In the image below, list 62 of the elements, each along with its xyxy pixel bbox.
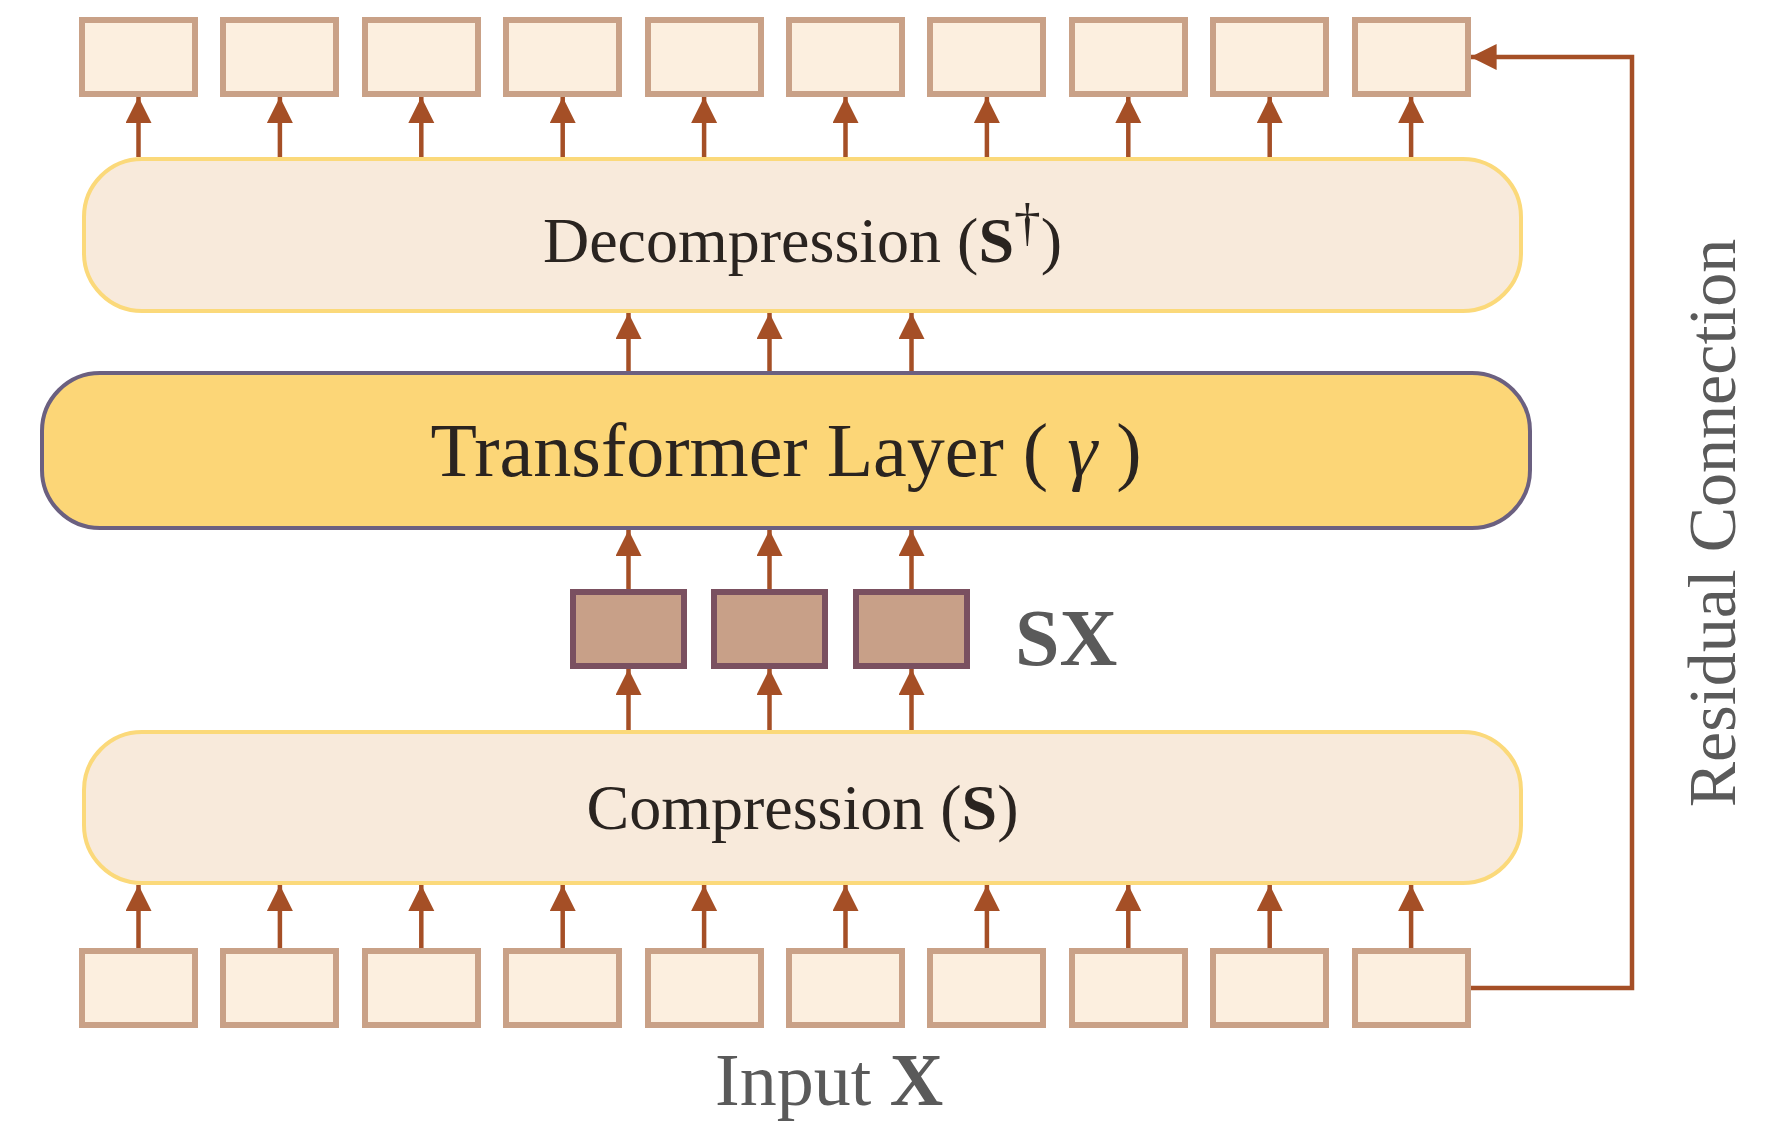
- arrow: [973, 885, 1000, 948]
- arrow: [266, 885, 293, 948]
- arrow: [691, 885, 718, 948]
- arrow: [1115, 97, 1142, 157]
- arrow: [756, 313, 783, 371]
- layer-box: [40, 371, 1532, 530]
- token-box: [79, 17, 198, 97]
- edge-label: Residual Connection: [1678, 238, 1746, 807]
- compressed-token-box: [853, 589, 970, 669]
- arrow: [549, 885, 576, 948]
- arrow: [973, 97, 1000, 157]
- arrow: [898, 669, 925, 730]
- arrow: [1256, 97, 1283, 157]
- text-label: Input X: [715, 1038, 944, 1123]
- token-box: [644, 948, 764, 1028]
- token-box: [220, 948, 340, 1028]
- node-label: Transformer Layer ( γ ): [430, 407, 1142, 494]
- arrow: [1470, 44, 1635, 991]
- arrow: [832, 97, 859, 157]
- arrow: [1398, 885, 1425, 948]
- arrow: [125, 885, 152, 948]
- token-box: [927, 17, 1047, 97]
- arrow: [898, 313, 925, 371]
- token-box: [503, 17, 623, 97]
- arrow: [408, 97, 435, 157]
- arrow: [549, 97, 576, 157]
- process-box: [82, 157, 1523, 313]
- token-box: [503, 948, 623, 1028]
- arrow: [615, 313, 642, 371]
- token-box: [361, 948, 481, 1028]
- arrow: [756, 530, 783, 589]
- token-box: [1351, 17, 1471, 97]
- arrow: [756, 669, 783, 730]
- arrow: [408, 885, 435, 948]
- text-label: SX: [1015, 593, 1118, 684]
- token-box: [1351, 948, 1471, 1028]
- arrow: [1115, 885, 1142, 948]
- arrow: [615, 530, 642, 589]
- arrow: [691, 97, 718, 157]
- token-box: [786, 948, 905, 1028]
- token-box: [927, 948, 1047, 1028]
- token-box: [1068, 17, 1188, 97]
- token-box: [644, 17, 764, 97]
- token-box: [361, 17, 481, 97]
- arrow: [266, 97, 293, 157]
- arrow: [832, 885, 859, 948]
- token-box: [1210, 948, 1330, 1028]
- arrow: [898, 530, 925, 589]
- token-box: [786, 17, 905, 97]
- token-box: [220, 17, 340, 97]
- token-box: [1210, 17, 1330, 97]
- compressed-token-box: [711, 589, 828, 669]
- node-label: Compression (S): [586, 770, 1019, 845]
- token-box: [1068, 948, 1188, 1028]
- arrow: [1256, 885, 1283, 948]
- arrow: [615, 669, 642, 730]
- arrow: [125, 97, 152, 157]
- process-box: [82, 730, 1523, 885]
- token-box: [79, 948, 198, 1028]
- node-label: Decompression (S$^{†}$): [543, 191, 1062, 279]
- compressed-token-box: [570, 589, 687, 669]
- arrow: [1398, 97, 1425, 157]
